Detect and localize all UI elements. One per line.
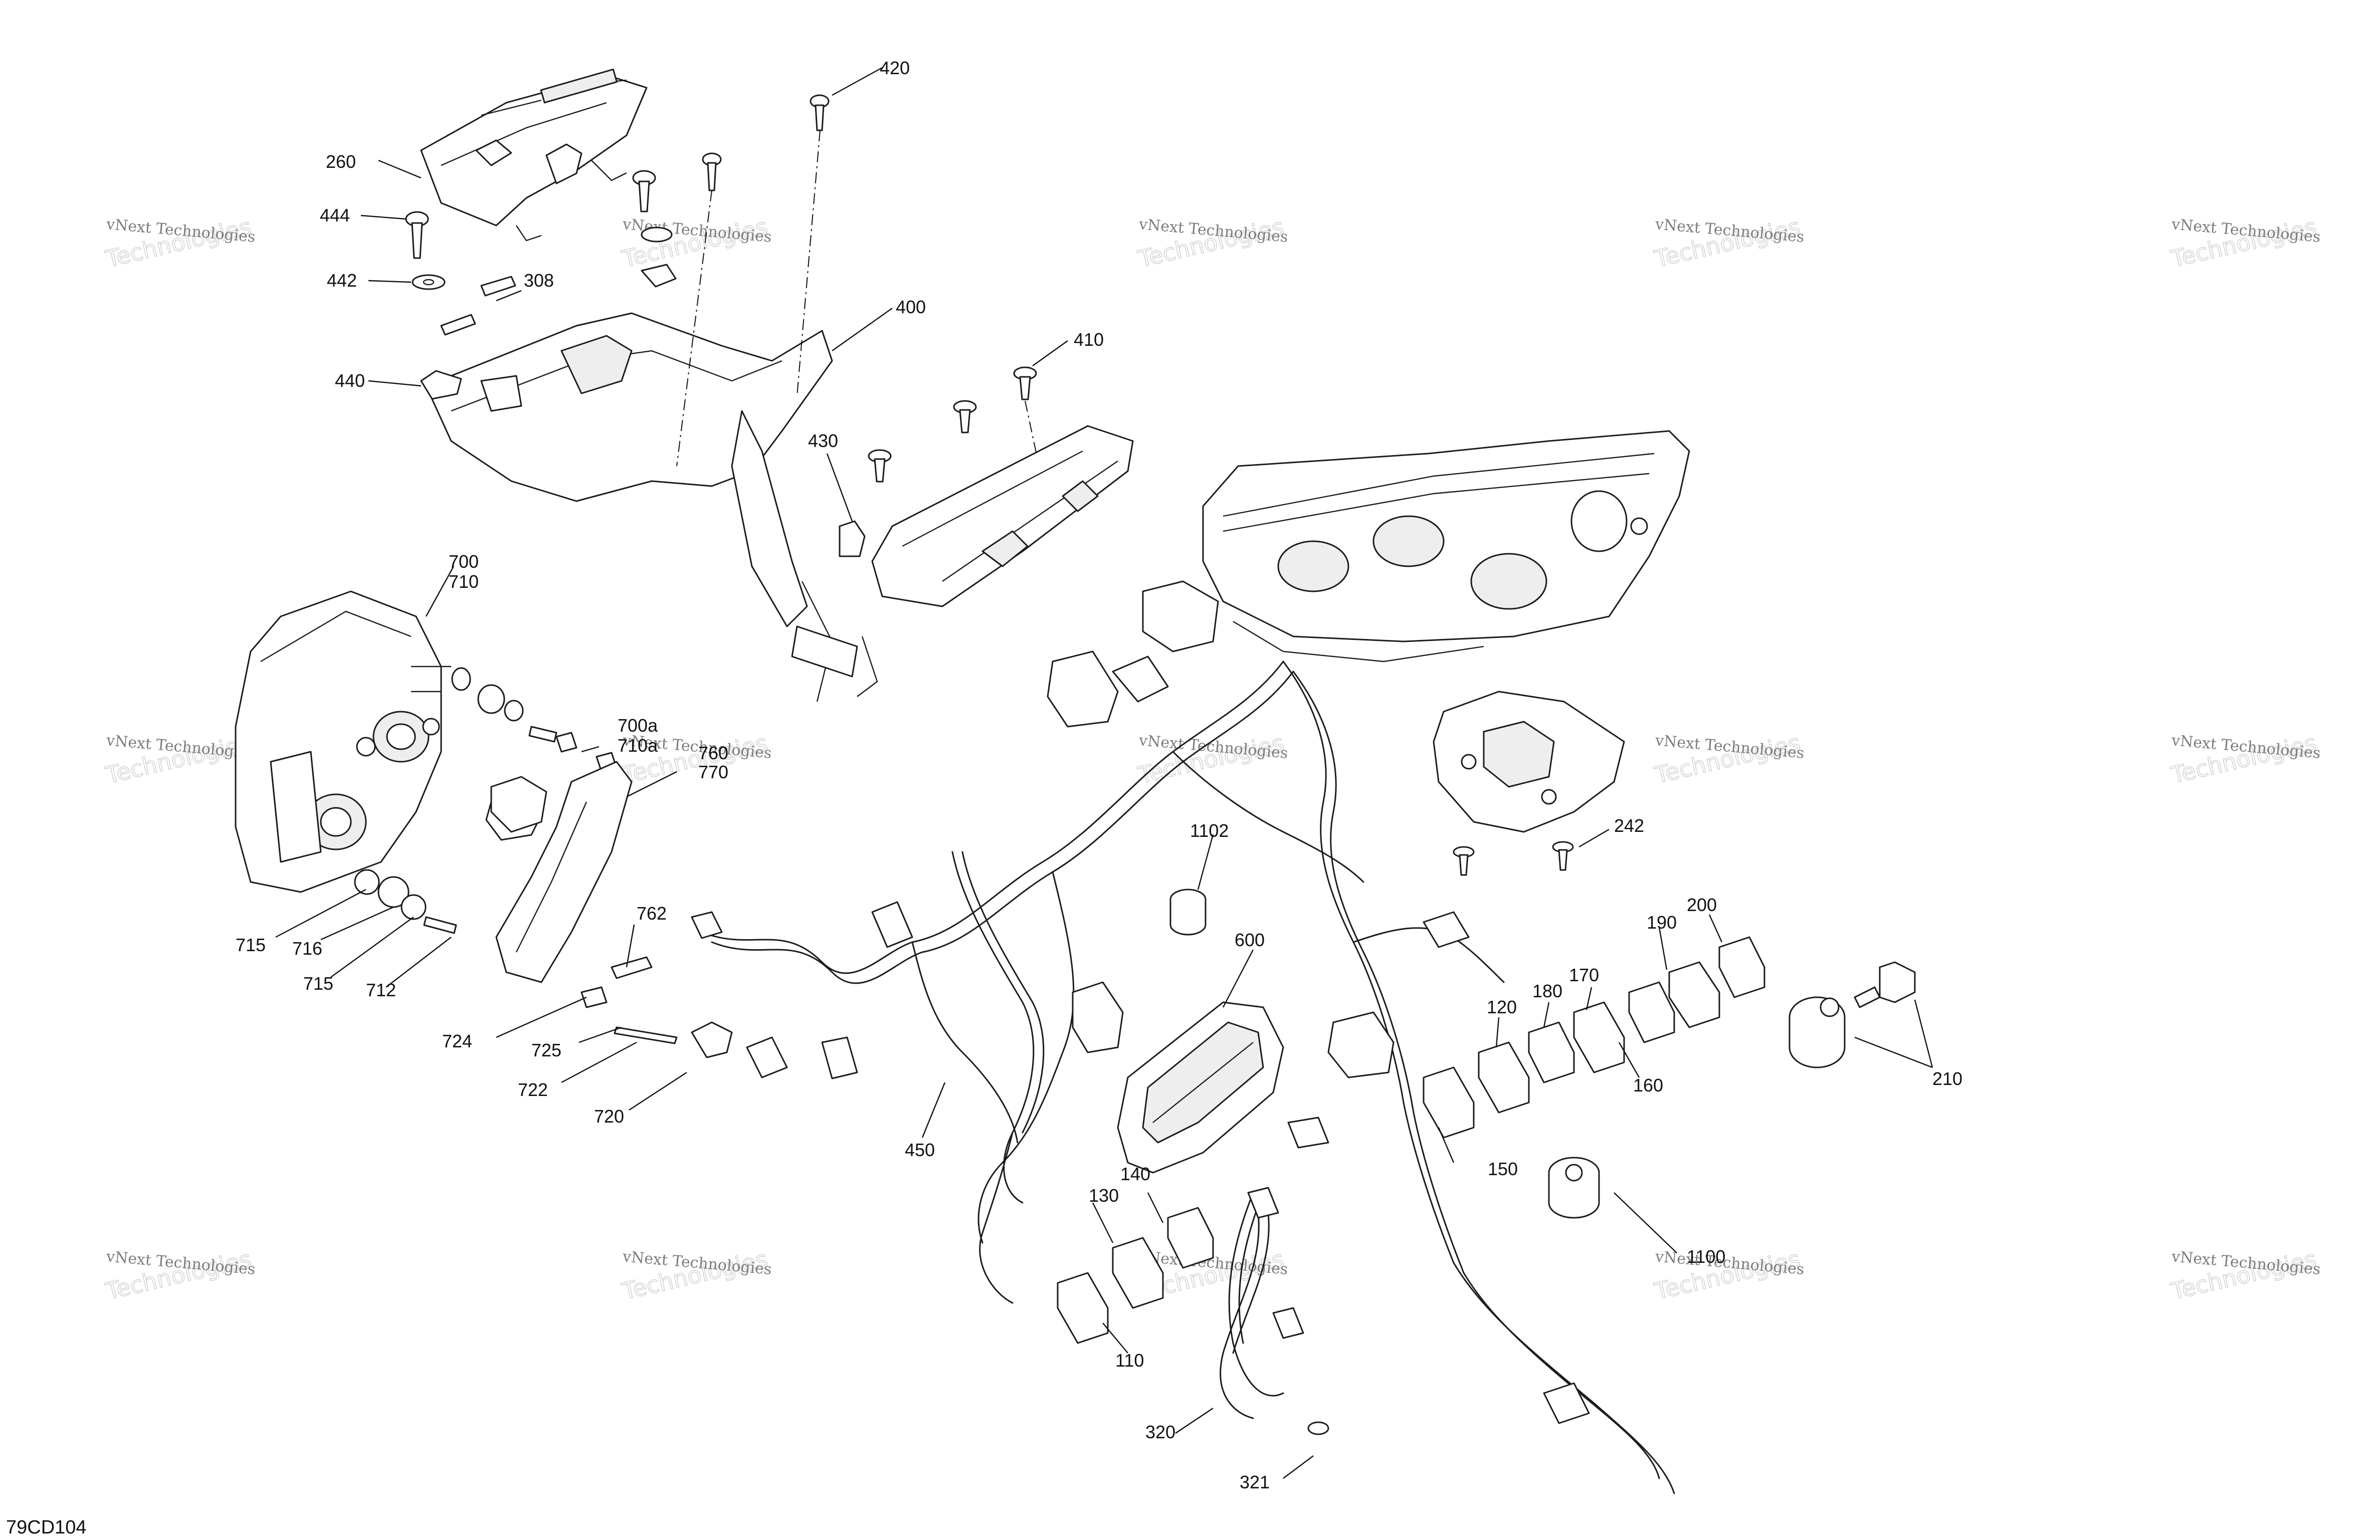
callout: 210 [1932, 1068, 1962, 1089]
callout-labels: 420 260 444 442 308 400 410 440 430 700 … [236, 58, 1962, 1492]
callout: 700 [449, 551, 479, 572]
callout: 140 [1120, 1164, 1150, 1184]
bracket-part-400 [425, 312, 878, 702]
callout: 450 [905, 1140, 935, 1160]
callout: 150 [1488, 1159, 1518, 1179]
callout: 715 [236, 935, 266, 955]
callout: 190 [1647, 912, 1677, 933]
callout: 180 [1532, 981, 1562, 1001]
switch-row-right [1423, 936, 1765, 1139]
callout: 110 [1115, 1350, 1144, 1371]
instrument-frame [1142, 430, 1690, 663]
callout: 1102 [1190, 820, 1229, 841]
bracket-part-410 [871, 425, 1134, 607]
callout: 130 [1089, 1185, 1119, 1206]
cover-part-260 [420, 68, 648, 242]
screw-444 [405, 211, 429, 259]
callout: 725 [531, 1040, 561, 1060]
screws-upper [632, 94, 1037, 557]
callout: 710 [449, 571, 479, 592]
headlight-bracket-760 [490, 761, 733, 1058]
clip-440 [420, 370, 462, 400]
callout: 442 [327, 270, 357, 291]
screw-308 [440, 276, 516, 336]
callout: 724 [442, 1031, 472, 1051]
callout: 716 [292, 938, 322, 959]
callout: 260 [326, 151, 356, 172]
callout: 712 [366, 980, 396, 1000]
callout: 430 [808, 430, 838, 451]
callout: 762 [637, 903, 667, 924]
callout: 170 [1569, 965, 1599, 985]
callout: 410 [1074, 329, 1104, 350]
socket-part-1102 [1169, 889, 1207, 936]
headlight-700 [235, 590, 451, 893]
callout: 770 [698, 762, 728, 782]
callout: 440 [335, 370, 365, 391]
gauge-part-600 [1117, 1001, 1284, 1174]
callout: 308 [524, 270, 554, 291]
callout: 420 [880, 58, 910, 78]
callout: 720 [594, 1106, 624, 1127]
callout: 710a [618, 735, 658, 756]
callout: 760 [698, 743, 728, 763]
callout: 722 [518, 1079, 548, 1100]
harness-connectors [691, 650, 1590, 1424]
callout: 444 [320, 205, 350, 226]
key-switch-210 [1789, 961, 1916, 1068]
callout: 200 [1687, 895, 1717, 915]
callout: 160 [1633, 1075, 1663, 1095]
diagram-ref: 79CD104 [6, 1517, 87, 1538]
callout: 1100 [1687, 1246, 1725, 1267]
washer-442 [412, 274, 446, 290]
leader-lines [275, 67, 1933, 1479]
callout: 321 [1240, 1472, 1270, 1492]
callout: 400 [896, 297, 926, 317]
harness-part-320 [1220, 1187, 1329, 1435]
socket-part-1100 [1548, 1157, 1600, 1219]
module-part-242 [1433, 691, 1625, 876]
callout: 120 [1487, 997, 1517, 1017]
callout: 700a [618, 715, 658, 736]
callout: 320 [1145, 1422, 1175, 1442]
callout: 600 [1235, 930, 1265, 950]
callout: 242 [1614, 815, 1644, 836]
callout: 715 [303, 973, 333, 994]
switch-row-left [1057, 1207, 1214, 1344]
